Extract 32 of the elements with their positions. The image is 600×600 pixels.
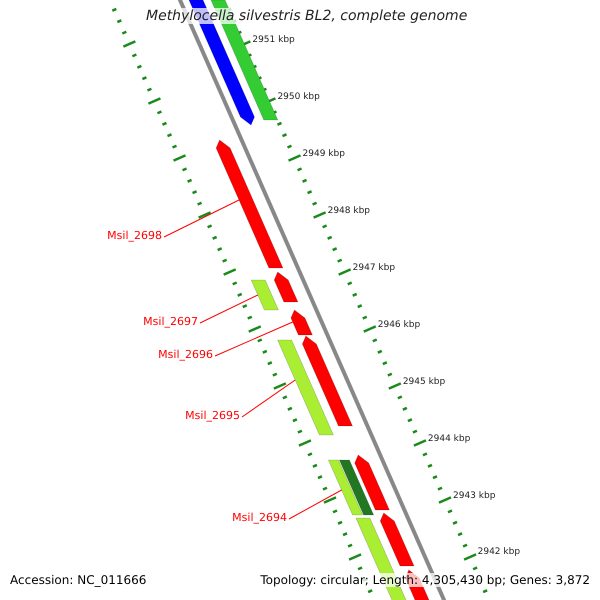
- leader-line: [214, 322, 294, 356]
- scale-label: 2951 kbp: [252, 35, 295, 45]
- gene-label: Msil_2695: [185, 409, 240, 422]
- leader-line: [242, 380, 296, 418]
- scale-label: 2946 kbp: [378, 320, 420, 330]
- scale-label: 2948 kbp: [328, 206, 370, 216]
- gene-label: Msil_2694: [232, 511, 287, 524]
- gene-label: Msil_2698: [107, 229, 162, 242]
- scale-label: 2950 kbp: [277, 92, 320, 102]
- scale-label: 2943 kbp: [453, 491, 496, 501]
- gene-feature: [290, 310, 313, 336]
- gene-feature: [328, 460, 364, 516]
- footer-text: Topology: circular; Length: 4,305,430 bp; Genes: 3,872: [258, 573, 592, 587]
- footer-text: Accession: NC_011666: [8, 573, 148, 587]
- gene-feature: [338, 460, 374, 516]
- gene-feature: [250, 280, 279, 310]
- gene-feature: [274, 272, 298, 302]
- gene-label: Msil_2696: [158, 348, 213, 361]
- gene-feature: [302, 336, 353, 426]
- gene-label: Msil_2697: [143, 315, 198, 328]
- leader-line: [288, 490, 342, 520]
- leader-line: [164, 200, 240, 238]
- scale-label: 2949 kbp: [302, 149, 345, 159]
- scale-label: 2945 kbp: [402, 377, 446, 387]
- scale-label: 2947 kbp: [352, 263, 396, 273]
- scale-label: 2944 kbp: [428, 434, 470, 444]
- gene-feature: [380, 512, 414, 566]
- gene-feature: [216, 140, 284, 268]
- gene-feature: [354, 454, 390, 510]
- scale-label: 2942 kbp: [478, 547, 520, 557]
- gene-feature: [277, 340, 334, 436]
- leader-line: [200, 294, 258, 324]
